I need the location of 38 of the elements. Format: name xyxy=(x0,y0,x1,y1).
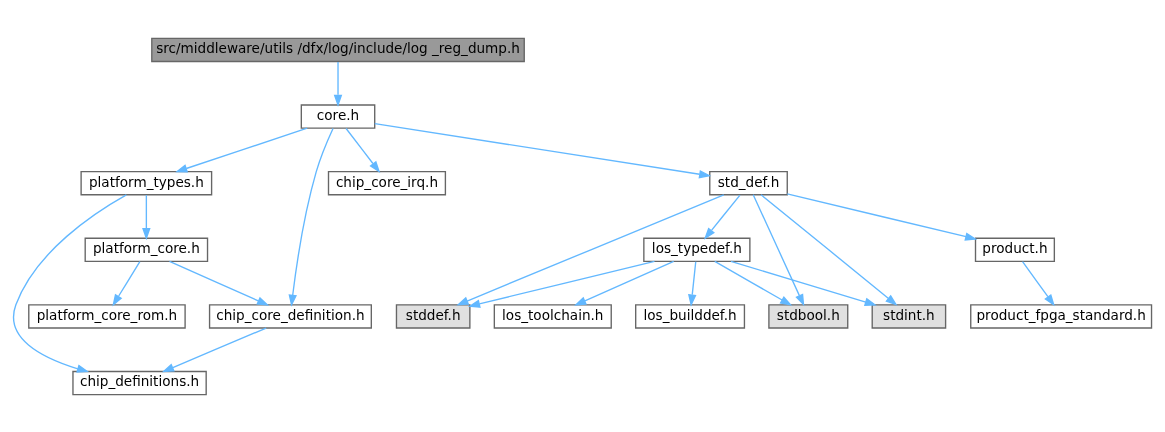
arrow xyxy=(13,193,128,373)
arrow xyxy=(333,60,343,107)
node-box: los_toolchain.h xyxy=(493,303,612,329)
node-box: product_fpga_standard.h xyxy=(970,303,1153,329)
arrow xyxy=(752,193,805,306)
arrow xyxy=(112,260,141,306)
node-box: stddef.h xyxy=(395,303,471,329)
node-box: src/middleware/utils /dfx/log/include/log _reg_dump.h xyxy=(151,37,525,62)
arrow xyxy=(574,260,675,306)
node-box: platform_core_rom.h xyxy=(28,303,186,329)
arrow xyxy=(1021,260,1055,306)
node-box: std_def.h xyxy=(709,170,788,195)
node-box: chip_core_irq.h xyxy=(327,170,447,195)
node-box: chip_core_definition.h xyxy=(208,303,372,329)
arrow xyxy=(760,193,898,306)
arrow xyxy=(786,192,978,241)
arrow xyxy=(730,260,877,306)
node-box: los_builddef.h xyxy=(635,303,746,329)
node-box: core.h xyxy=(300,103,376,129)
arrow xyxy=(142,193,151,240)
node-box: chip_definitions.h xyxy=(72,370,207,395)
arrow xyxy=(168,260,270,306)
arrow xyxy=(374,122,712,178)
arrow xyxy=(714,260,793,306)
node-box: platform_types.h xyxy=(80,170,213,195)
node-box: stdbool.h xyxy=(768,303,849,329)
node-box: stdint.h xyxy=(871,303,947,329)
arrow xyxy=(703,193,741,240)
arrow xyxy=(467,260,656,308)
arrow xyxy=(161,326,267,372)
arrow xyxy=(345,127,381,173)
node-box: platform_core.h xyxy=(84,237,209,262)
node-box: los_typedef.h xyxy=(643,237,751,262)
arrow xyxy=(288,127,334,307)
arrow xyxy=(688,260,697,307)
node-box: product.h xyxy=(974,237,1056,262)
arrow xyxy=(456,193,725,305)
arrow xyxy=(175,127,308,172)
